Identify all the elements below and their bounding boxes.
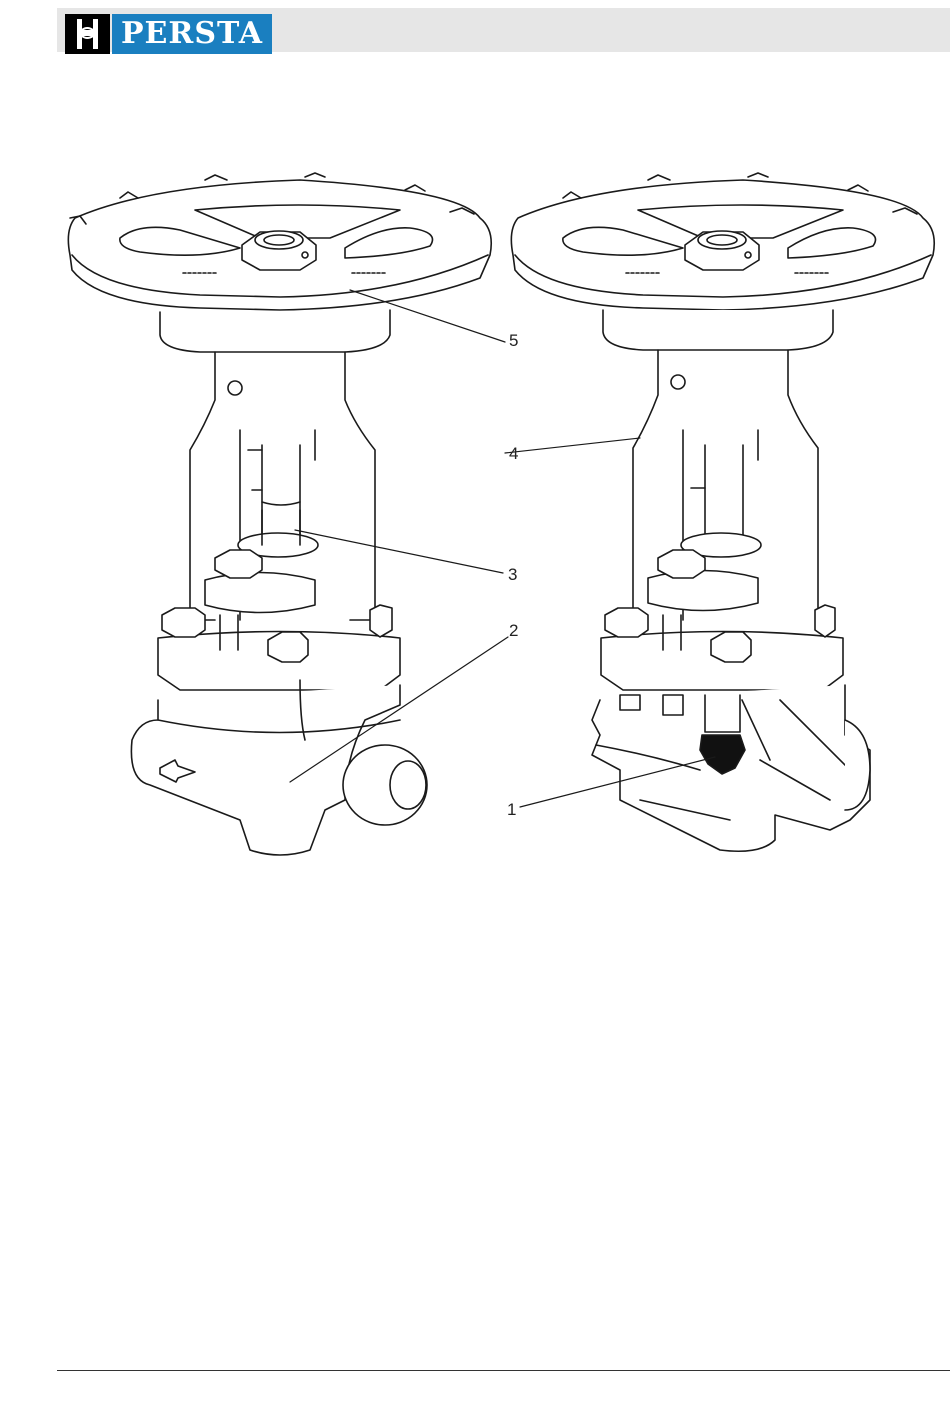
callout-4: 4	[509, 445, 518, 463]
callout-5: 5	[509, 332, 518, 350]
brand-name: PERSTA	[112, 14, 272, 54]
callout-3: 3	[508, 566, 517, 584]
callout-2: 2	[509, 622, 518, 640]
left-valve-drawing	[68, 173, 491, 855]
leader-line-3	[295, 530, 503, 573]
persta-h-mark-icon	[65, 14, 110, 54]
right-valve-drawing	[511, 173, 934, 851]
footer-rule	[57, 1370, 950, 1371]
persta-logo: PERSTA	[65, 14, 272, 54]
leader-line-4	[505, 438, 640, 453]
callout-1: 1	[507, 801, 516, 819]
valve-illustration: 5 4 3 2 1	[0, 160, 950, 870]
